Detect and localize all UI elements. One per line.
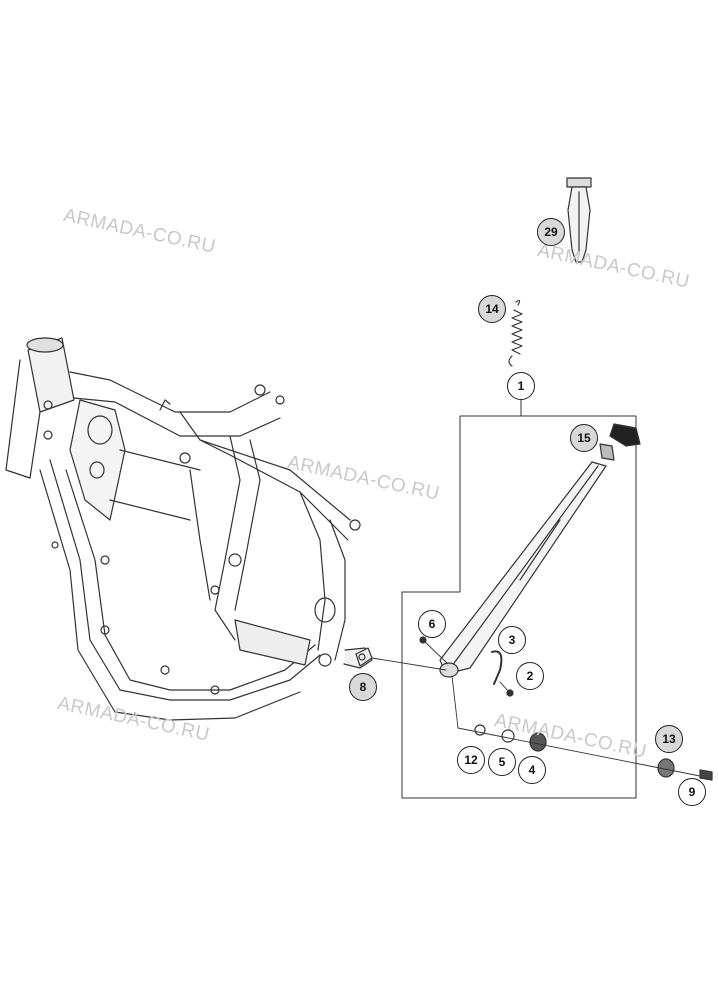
callout-6[interactable]: 6: [418, 610, 446, 638]
assembly-bracket: [401, 415, 637, 799]
callout-5[interactable]: 5: [488, 748, 516, 776]
part-14-spring: [508, 299, 523, 367]
part-29-tool: [566, 177, 592, 263]
callout-14[interactable]: 14: [478, 295, 506, 323]
callout-12[interactable]: 12: [457, 746, 485, 774]
callout-4[interactable]: 4: [518, 756, 546, 784]
motorcycle-frame: [5, 337, 373, 721]
callout-9[interactable]: 9: [678, 778, 706, 806]
callout-15[interactable]: 15: [570, 424, 598, 452]
small-parts: [355, 636, 713, 781]
side-stand: [439, 461, 607, 678]
callout-8[interactable]: 8: [349, 673, 377, 701]
callout-1[interactable]: 1: [507, 372, 535, 400]
callout-2[interactable]: 2: [516, 662, 544, 690]
callout-13[interactable]: 13: [655, 725, 683, 753]
leader-lines: [371, 639, 701, 777]
callout-29[interactable]: 29: [537, 218, 565, 246]
part-15-foot: [599, 423, 641, 461]
callout-3[interactable]: 3: [498, 626, 526, 654]
